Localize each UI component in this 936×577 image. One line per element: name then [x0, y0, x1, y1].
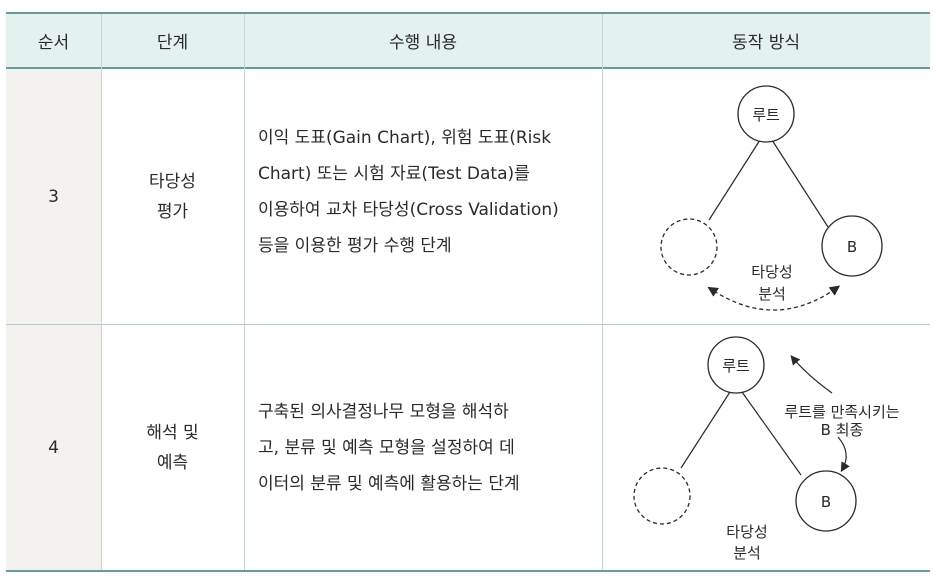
- node-b-label: B: [847, 238, 857, 256]
- arrow-label: 분석: [758, 285, 786, 303]
- description-line: 고, 분류 및 예측 모형을 설정하여 데: [258, 438, 515, 458]
- root-node: [737, 85, 795, 143]
- tree-edge: [680, 391, 731, 469]
- header-rule: [6, 67, 930, 69]
- pruned-node: [633, 467, 691, 525]
- column-divider: [101, 14, 102, 570]
- description-line: 이용하여 교차 타당성(Cross Validation): [258, 200, 559, 220]
- description-line: Chart) 또는 시험 자료(Test Data)를: [258, 164, 530, 184]
- validation-arrow: [707, 285, 841, 311]
- row-order: 3: [48, 186, 59, 207]
- validation-diagram: 루트 B 타당성 분석: [660, 85, 883, 311]
- tree-edge: [771, 139, 829, 228]
- column-divider: [244, 14, 245, 570]
- arrow-label: 타당성: [751, 263, 792, 281]
- table-header-background: [6, 14, 930, 67]
- column-divider: [602, 14, 603, 570]
- arrow-label: B 최종: [821, 421, 864, 439]
- row-description: 이익 도표(Gain Chart), 위험 도표(Risk Chart) 또는 …: [258, 120, 594, 264]
- node-b-label: B: [821, 493, 831, 511]
- bottom-label: 분석: [733, 544, 761, 562]
- pruned-node: [660, 218, 718, 276]
- order-column-background: [6, 69, 101, 570]
- stage-line: 평가: [156, 201, 189, 222]
- root-node-label: 루트: [722, 357, 750, 375]
- tree-edge: [708, 139, 761, 221]
- header-order: 순서: [37, 33, 70, 53]
- node-b: [795, 470, 857, 532]
- row-divider: [6, 324, 930, 325]
- bottom-label: 타당성: [726, 523, 767, 541]
- node-b: [821, 215, 883, 277]
- description-line: 이터의 분류 및 예측에 활용하는 단계: [258, 474, 520, 494]
- description-line: 등을 이용한 평가 수행 단계: [258, 236, 452, 256]
- row-stage: 타당성 평가: [101, 69, 244, 324]
- satisfy-arrow-up: [790, 355, 833, 394]
- header-method: 동작 방식: [732, 33, 800, 53]
- root-node: [707, 336, 765, 394]
- header-stage: 단계: [156, 33, 189, 53]
- row-description: 구축된 의사결정나무 모형을 해석하 고, 분류 및 예측 모형을 설정하여 데…: [258, 394, 594, 502]
- arrow-label: 루트를 만족시키는: [784, 403, 899, 421]
- satisfy-arrow-down: [837, 436, 850, 473]
- stage-line: 해석 및: [146, 422, 199, 443]
- stage-line: 타당성: [149, 171, 196, 192]
- tree-edge: [741, 391, 802, 476]
- stage-line: 예측: [156, 452, 189, 473]
- row-stage: 해석 및 예측: [101, 325, 244, 570]
- top-rule: [6, 12, 930, 14]
- root-node-label: 루트: [752, 106, 780, 124]
- header-task: 수행 내용: [389, 33, 457, 53]
- row-order: 4: [48, 437, 59, 458]
- bottom-rule: [6, 570, 930, 572]
- interpretation-diagram: 루트 B 루트를 만족시키는 B 최종 타당성 분석: [633, 336, 900, 562]
- process-table: 순서 단계 수행 내용 동작 방식 3 타당성 평가 이익 도표(Gain Ch…: [6, 4, 930, 572]
- description-line: 구축된 의사결정나무 모형을 해석하: [258, 402, 509, 422]
- description-line: 이익 도표(Gain Chart), 위험 도표(Risk: [258, 128, 552, 148]
